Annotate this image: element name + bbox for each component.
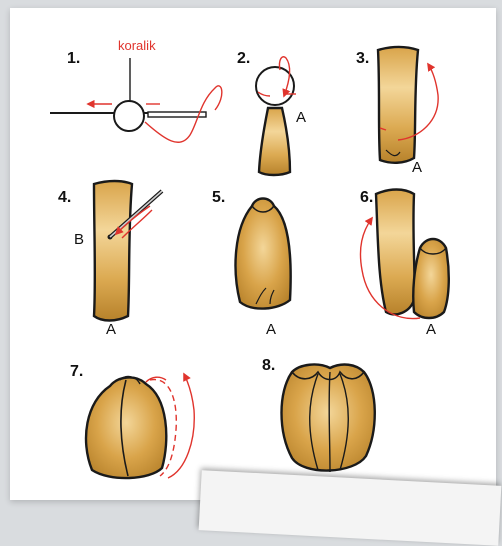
- step-4-number: 4.: [58, 189, 71, 206]
- step-6-number: 6.: [360, 189, 373, 206]
- red-arrow-7: [168, 374, 194, 478]
- point-a-label-3: A: [412, 159, 422, 176]
- fabric-strip-4: [94, 181, 132, 321]
- needle-shape: [148, 112, 206, 117]
- bead-circle: [114, 101, 144, 131]
- step-5-number: 5.: [212, 189, 225, 206]
- step-8: 8.: [262, 357, 375, 472]
- fabric-strip-3: [378, 47, 418, 163]
- point-a-label-4: A: [106, 321, 116, 338]
- point-b-label: B: [74, 231, 84, 248]
- finished-bead-8: [282, 365, 375, 471]
- step-3-number: 3.: [356, 50, 369, 67]
- step-4: 4. B A: [58, 181, 162, 338]
- bead-shape-7: [86, 377, 166, 478]
- point-a-label-6: A: [426, 321, 436, 338]
- bead-label: koralik: [118, 38, 156, 53]
- fabric-strip-2: [259, 108, 290, 175]
- step-8-number: 8.: [262, 357, 275, 374]
- point-a-label-5: A: [266, 321, 276, 338]
- folding-diagram: 1. koralik 2. A 3. A 4. B A: [0, 0, 502, 508]
- step-1-number: 1.: [67, 50, 80, 67]
- step-6: 6. A: [360, 189, 449, 338]
- fabric-strip-6: [376, 190, 415, 315]
- bead-circle-2: [256, 67, 294, 105]
- step-7: 7.: [70, 363, 194, 478]
- step-1: 1. koralik: [50, 38, 222, 142]
- point-a-label-2: A: [296, 109, 306, 126]
- step-2-number: 2.: [237, 50, 250, 67]
- step-7-number: 7.: [70, 363, 83, 380]
- step-2: 2. A: [237, 50, 306, 175]
- step-5: 5. A: [212, 189, 291, 338]
- step-3: 3. A: [356, 47, 438, 176]
